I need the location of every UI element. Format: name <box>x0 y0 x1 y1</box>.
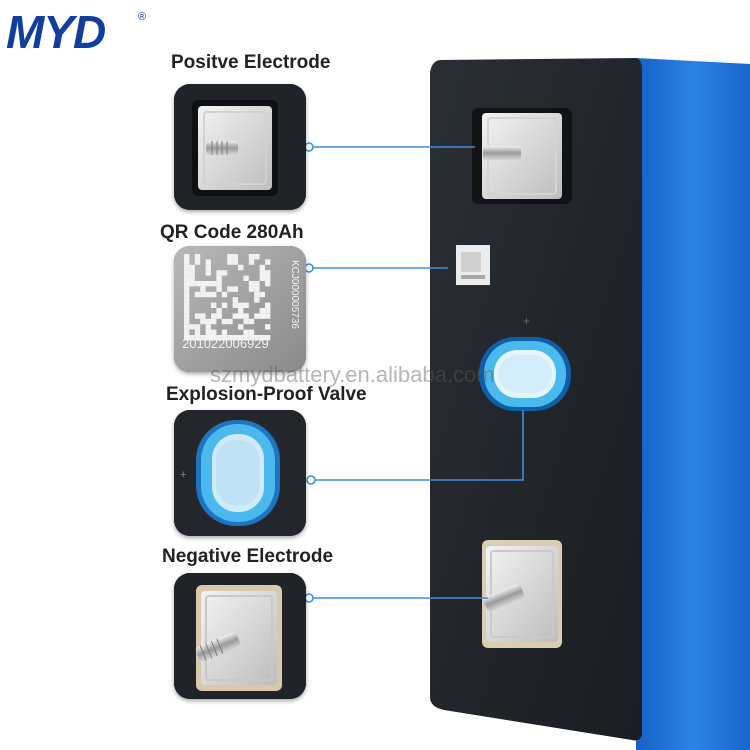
explosion-proof-valve <box>479 337 571 411</box>
myd-logo: MYD ® <box>6 6 146 56</box>
qr-sticker <box>456 245 490 285</box>
label-qr-code: QR Code 280Ah <box>160 222 304 243</box>
thumb-explosion-proof-valve: + <box>174 410 306 536</box>
svg-text:+: + <box>180 469 186 481</box>
label-negative-electrode: Negative Electrode <box>162 546 334 567</box>
svg-text:+: + <box>523 314 530 328</box>
watermark-text: szmydbattery.en.alibaba.com <box>210 362 495 387</box>
label-positive-electrode: Positve Electrode <box>171 52 331 73</box>
qr-side-code: KCJ000005736 <box>289 260 300 329</box>
logo-text: MYD <box>6 6 105 56</box>
registered-mark: ® <box>138 11 146 23</box>
negative-terminal <box>482 540 562 648</box>
callout-dots <box>304 142 316 603</box>
positive-terminal <box>472 108 572 204</box>
qr-matrix <box>184 254 271 341</box>
callout-lines <box>309 146 524 599</box>
label-explosion-proof-valve: Explosion-Proof Valve <box>166 384 367 405</box>
thumb-qr-code: 201022006929 KCJ000005736 <box>174 246 306 372</box>
cell-side-blue <box>636 58 750 750</box>
qr-serial-text: 201022006929 <box>182 336 269 351</box>
thumb-positive-electrode <box>174 84 306 210</box>
thumb-negative-electrode <box>174 573 306 699</box>
callout-valve <box>311 410 524 481</box>
